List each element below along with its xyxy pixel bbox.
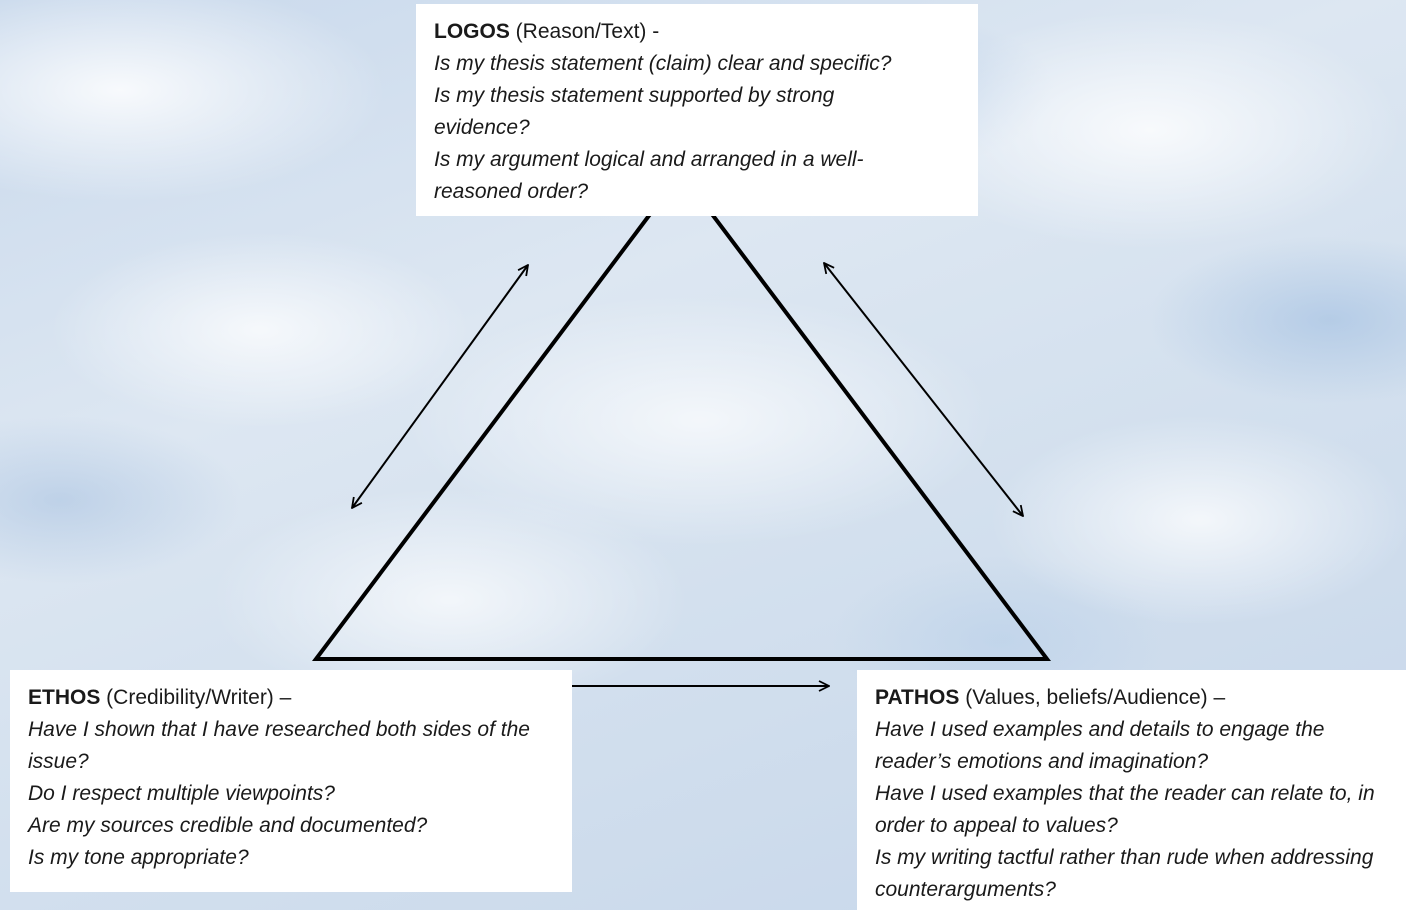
ethos-question: Is my tone appropriate? [28,846,249,869]
pathos-subtitle: (Values, beliefs/Audience) – [959,686,1226,709]
logos-box: LOGOS (Reason/Text) - Is my thesis state… [416,4,978,216]
pathos-question: Is my writing tactful rather than rude w… [875,846,1374,901]
logos-subtitle: (Reason/Text) - [509,20,660,43]
pathos-question: Have I used examples that the reader can… [875,782,1375,837]
triangle [311,169,1052,661]
pathos-box: PATHOS (Values, beliefs/Audience) – Have… [857,670,1406,910]
logos-question: Is my thesis statement (claim) clear and… [434,52,892,75]
logos-term: LOGOS [434,20,510,43]
ethos-term: ETHOS [28,686,101,709]
ethos-subtitle: (Credibility/Writer) – [100,686,292,709]
logos-pathos-double-arrow [824,263,1023,516]
ethos-box: ETHOS (Credibility/Writer) – Have I show… [10,670,572,892]
ethos-question: Have I shown that I have researched both… [28,718,530,773]
pathos-term: PATHOS [875,686,960,709]
logos-heading: LOGOS (Reason/Text) - [434,16,960,48]
ethos-question: Do I respect multiple viewpoints? [28,782,335,805]
logos-ethos-double-arrow [352,265,528,508]
ethos-question: Are my sources credible and documented? [28,814,428,837]
logos-question: Is my argument logical and arranged in a… [434,148,864,203]
ethos-heading: ETHOS (Credibility/Writer) – [28,682,554,714]
pathos-heading: PATHOS (Values, beliefs/Audience) – [875,682,1388,714]
logos-question: Is my thesis statement supported by stro… [434,84,835,139]
pathos-question: Have I used examples and details to enga… [875,718,1325,773]
